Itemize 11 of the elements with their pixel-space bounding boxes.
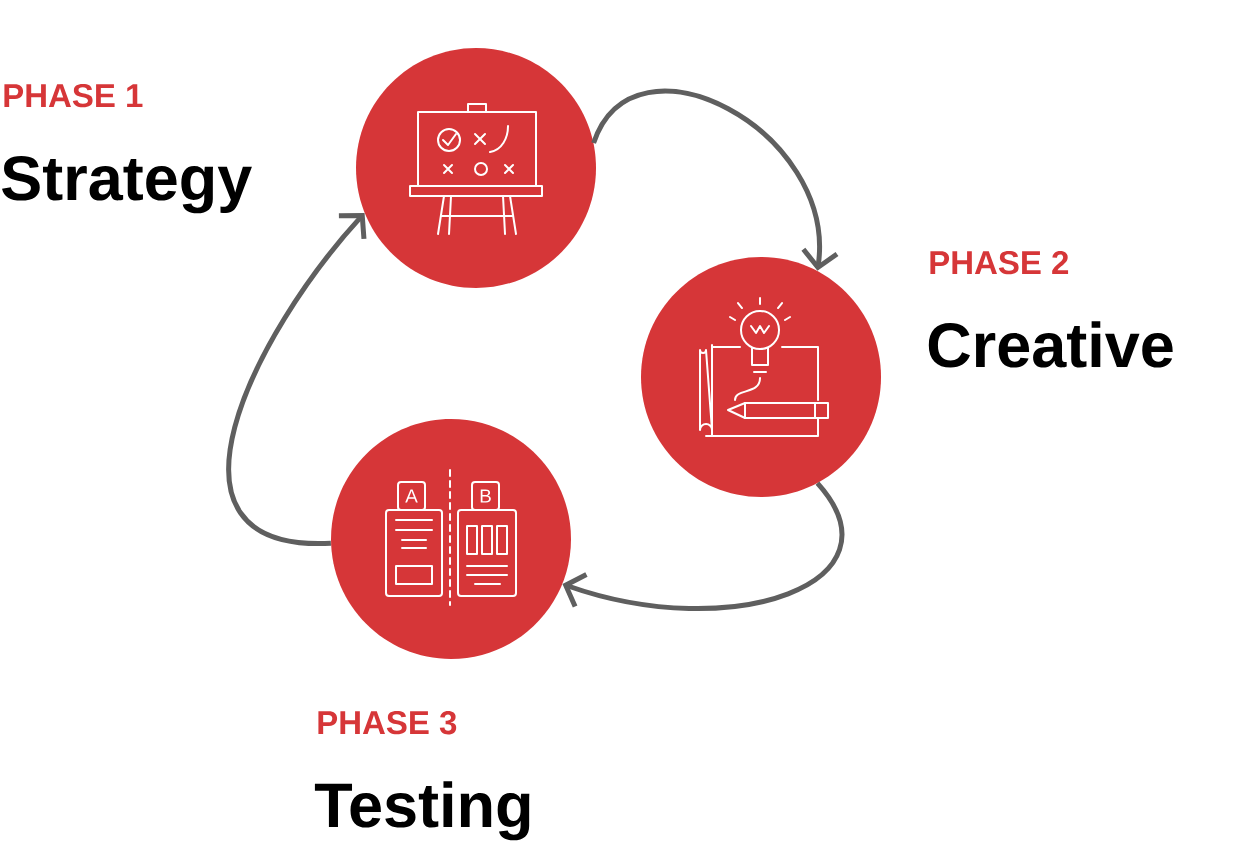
phase-title: Creative — [928, 321, 1173, 368]
icon-letter: B — [480, 489, 491, 503]
phase-title: Testing — [314, 781, 530, 841]
curved-arrow — [591, 89, 839, 271]
phase-number: PHASE 1 — [4, 83, 143, 108]
curved-arrow — [562, 481, 844, 611]
phase-title: Strategy — [2, 156, 252, 214]
curved-arrow — [226, 213, 367, 546]
phase-number: PHASE 2 — [930, 250, 1069, 275]
icon-letter: A — [405, 489, 418, 503]
phase-number: PHASE 3 — [318, 710, 457, 735]
